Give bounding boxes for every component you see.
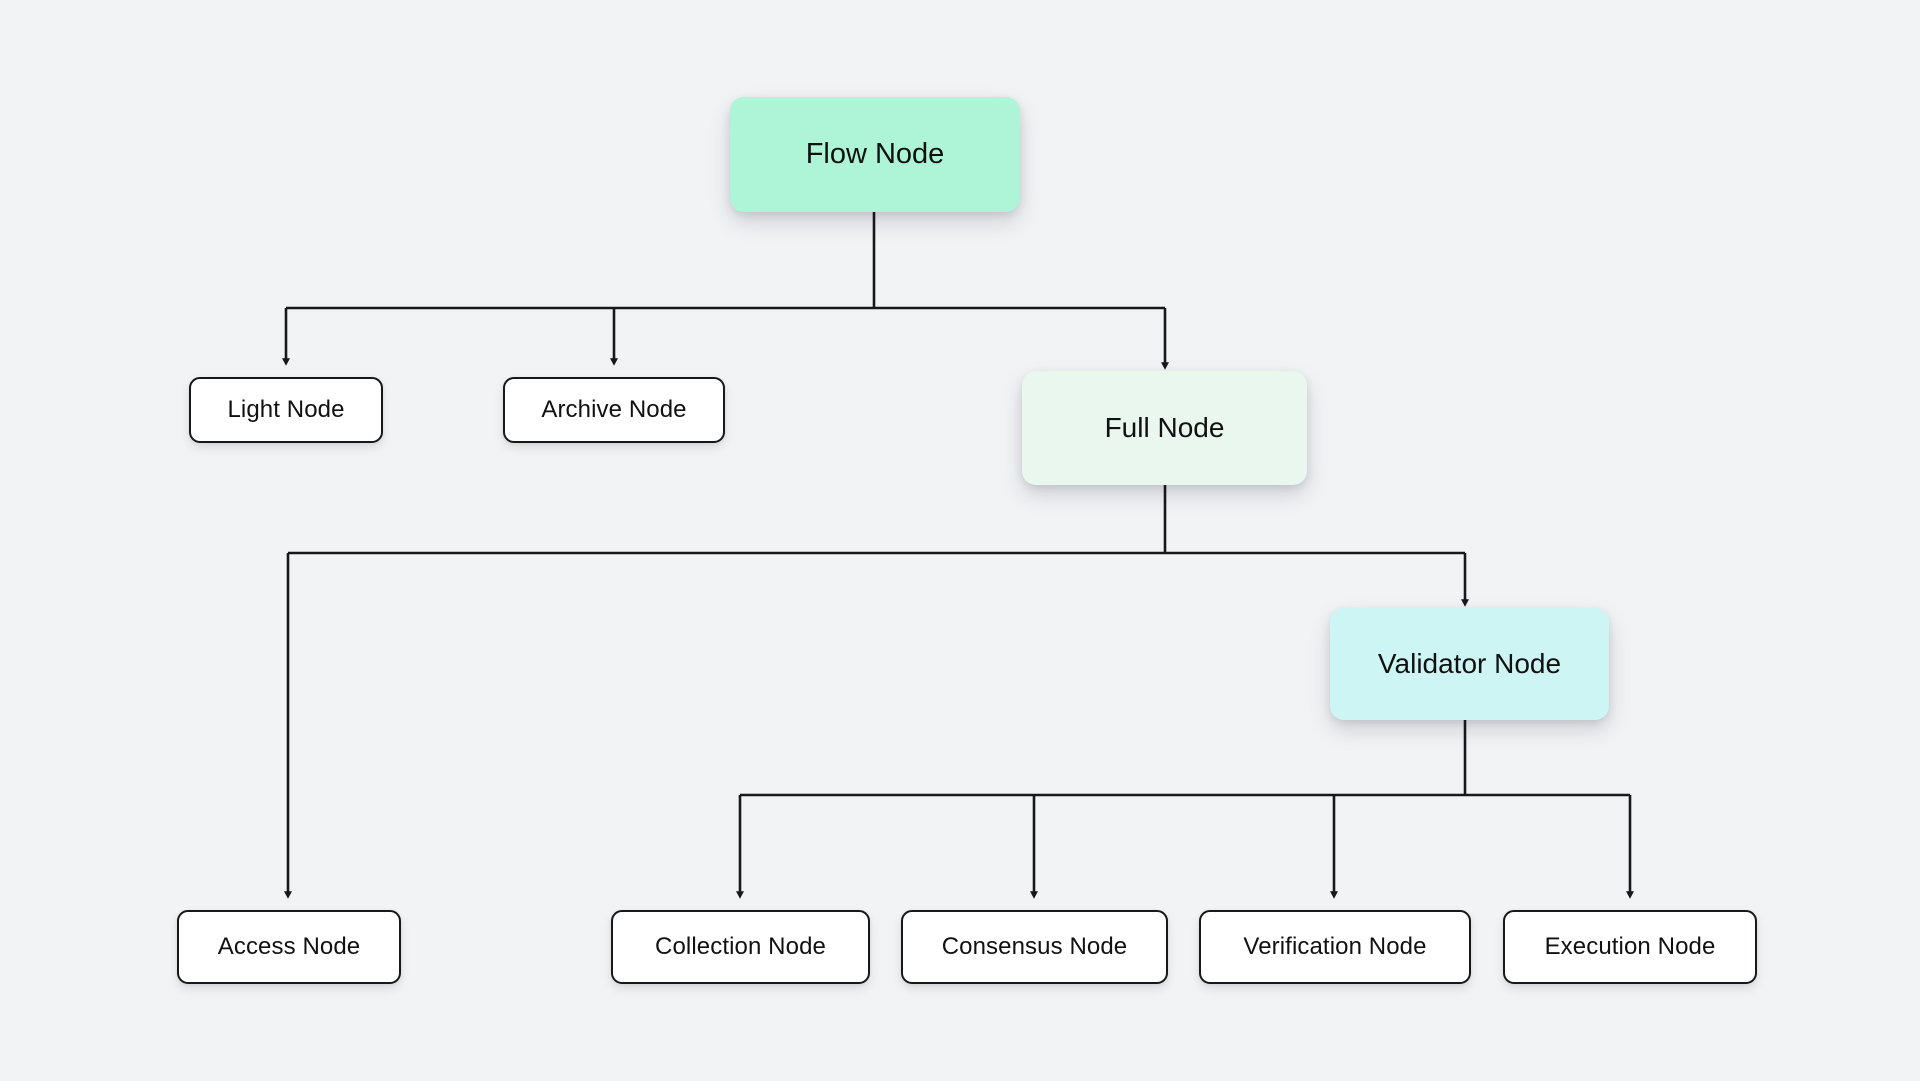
node-flow-node-label: Flow Node bbox=[805, 137, 945, 170]
node-flow-node[interactable]: Flow Node bbox=[730, 97, 1020, 212]
node-validator-node-label: Validator Node bbox=[1377, 647, 1562, 679]
node-execution-node-label: Execution Node bbox=[1544, 933, 1716, 961]
node-archive-node-label: Archive Node bbox=[541, 396, 687, 424]
node-verification-node-label: Verification Node bbox=[1243, 933, 1427, 961]
node-consensus-node-label: Consensus Node bbox=[941, 933, 1128, 961]
node-consensus-node[interactable]: Consensus Node bbox=[901, 910, 1168, 984]
node-full-node[interactable]: Full Node bbox=[1022, 371, 1307, 485]
node-collection-node[interactable]: Collection Node bbox=[611, 910, 870, 984]
node-archive-node[interactable]: Archive Node bbox=[503, 377, 725, 443]
node-validator-node[interactable]: Validator Node bbox=[1330, 608, 1609, 720]
node-access-node-label: Access Node bbox=[217, 933, 361, 961]
node-full-node-label: Full Node bbox=[1104, 411, 1225, 443]
node-access-node[interactable]: Access Node bbox=[177, 910, 401, 984]
node-verification-node[interactable]: Verification Node bbox=[1199, 910, 1471, 984]
node-collection-node-label: Collection Node bbox=[655, 933, 826, 961]
node-light-node-label: Light Node bbox=[227, 396, 345, 424]
node-execution-node[interactable]: Execution Node bbox=[1503, 910, 1757, 984]
node-light-node[interactable]: Light Node bbox=[189, 377, 383, 443]
